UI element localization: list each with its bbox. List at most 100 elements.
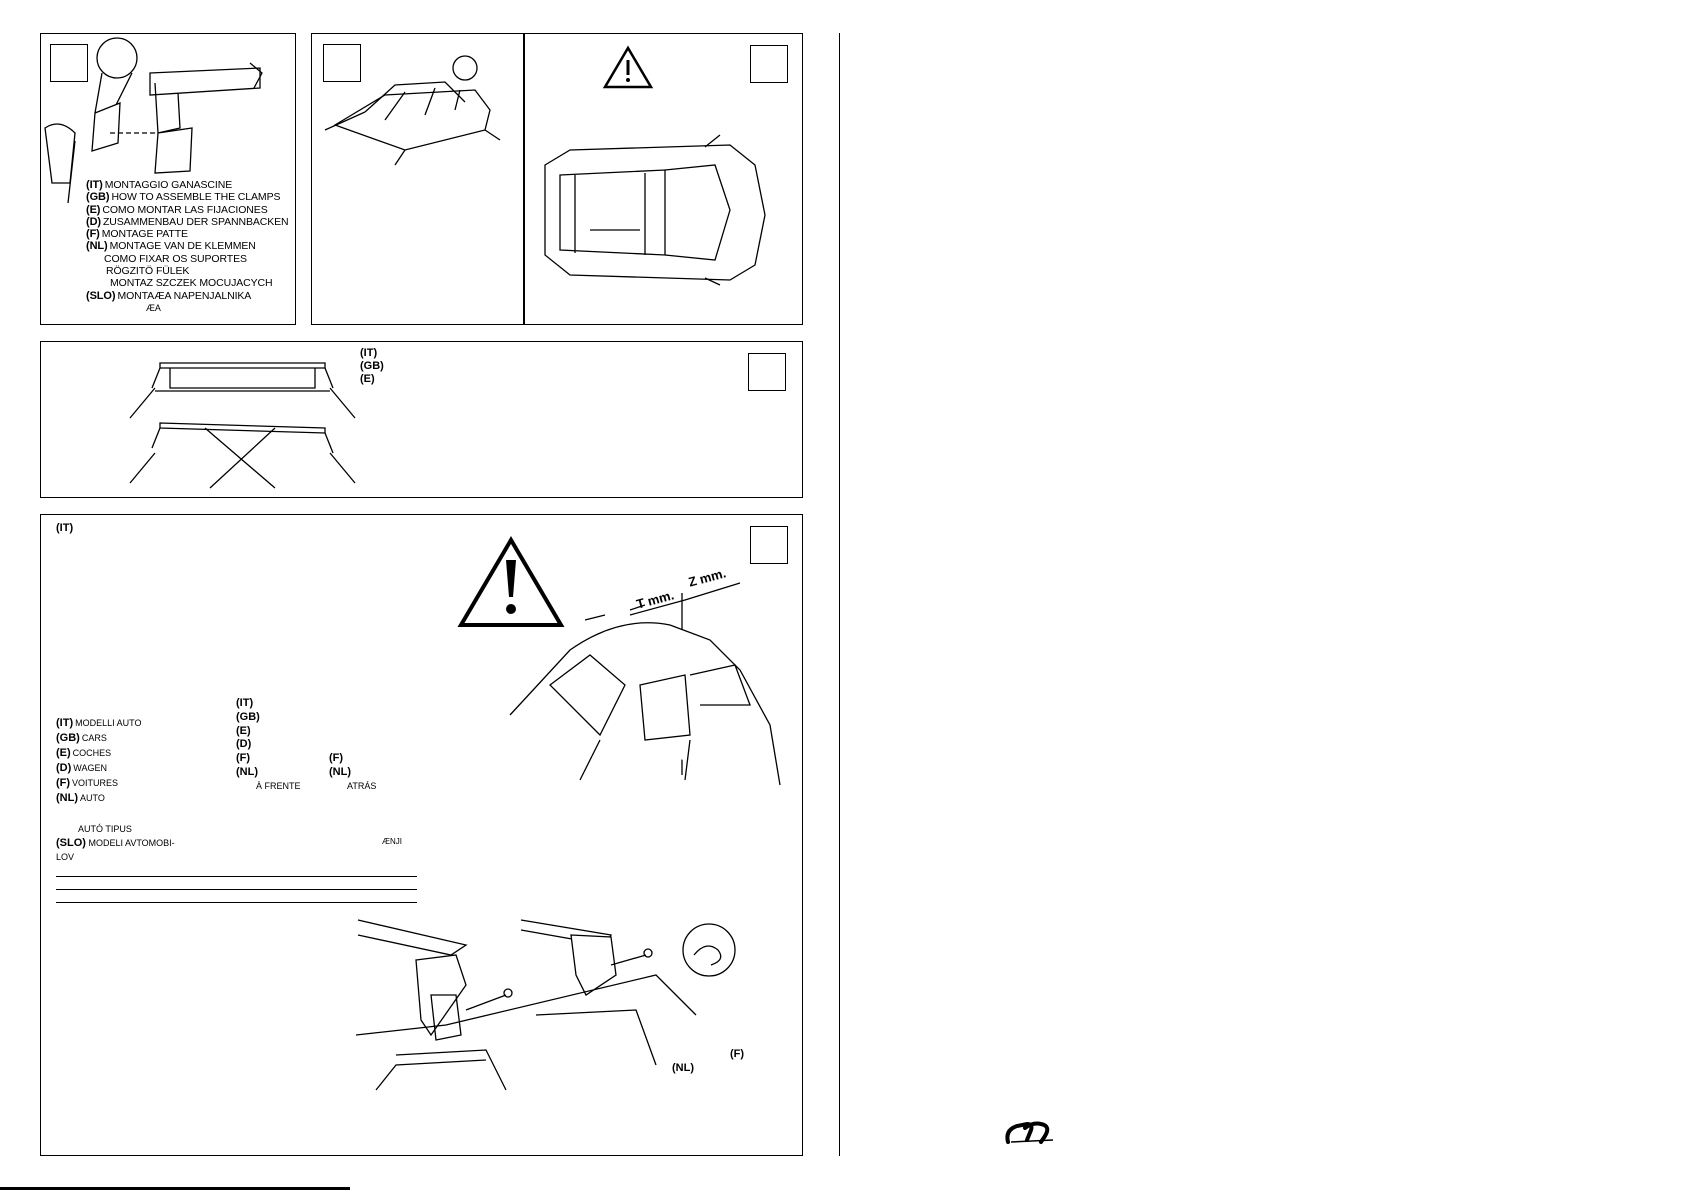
car-top-view-illustration	[544, 134, 766, 286]
lang-code-row: (F)	[236, 752, 260, 766]
step-number-box-1	[50, 44, 88, 82]
lang-code-row: (NL)	[236, 766, 260, 780]
clamp-text-line: (IT)MONTAGGIO GANASCINE	[86, 179, 289, 191]
atras-label: ATRÁS	[347, 781, 377, 791]
lang-code: (NL)	[236, 765, 258, 778]
clamp-assembly-illustration	[44, 37, 263, 204]
lang-code: (GB)	[56, 732, 80, 744]
lang-code: (D)	[236, 738, 252, 751]
cars-table-row: (GB)CARS	[56, 731, 141, 746]
lang-text: COCHES	[72, 748, 112, 758]
lang-code-row: (D)	[236, 738, 260, 752]
lang-code-row: (GB)	[236, 711, 260, 725]
lang-text: ZUSAMMENBAU DER SPANNBACKEN	[102, 215, 289, 228]
bottom-f-code: (F)	[730, 1048, 745, 1060]
lang-text: CARS	[81, 733, 107, 743]
correct-bar-alignment-illustration	[129, 362, 356, 419]
clamp-text-line: MONTAZ SZCZEK MOCUJACYCH	[86, 277, 289, 289]
lang-text: COMO FIXAR OS SUPORTES	[104, 252, 247, 265]
step-number-box-2	[323, 44, 361, 82]
lang-text: HOW TO ASSEMBLE THE CLAMPS	[111, 191, 281, 204]
lang-code: (GB)	[236, 710, 260, 723]
car-roof-top-illustration	[324, 55, 501, 166]
clamp-text-line: (GB)HOW TO ASSEMBLE THE CLAMPS	[86, 191, 289, 203]
cars-table-row: (NL)AUTO	[56, 791, 141, 806]
lang-text: ÆA	[146, 302, 161, 313]
panel4-header-code: (IT)	[56, 522, 74, 534]
table-rule-1	[56, 876, 417, 878]
lang-code: (IT)	[360, 347, 378, 359]
lang-code: (NL)	[86, 240, 108, 253]
step-number-box-3	[750, 45, 788, 83]
cars-table-row: (E)COCHES	[56, 746, 141, 761]
lang-code: (F)	[236, 752, 251, 765]
incorrect-bar-alignment-illustration	[129, 422, 356, 489]
table-rule-2	[56, 889, 417, 891]
clamp-assembly-text-block: (IT)MONTAGGIO GANASCINE(GB)HOW TO ASSEMB…	[86, 179, 289, 314]
clamp-text-line: (NL)MONTAGE VAN DE KLEMMEN	[86, 240, 289, 252]
lang-code: (NL)	[329, 765, 351, 778]
mid-lang-codes: (IT)(GB)(E)(D)(F)(NL)	[236, 697, 260, 780]
lang-text: MONTAGE VAN DE KLEMMEN	[109, 240, 256, 253]
clamp-text-line: (F)MONTAGE PATTE	[86, 228, 289, 240]
cars-table-codes: (IT)MODELLI AUTO(GB)CARS(E)COCHES(D)WAGE…	[56, 716, 141, 806]
lang-code: (SLO)	[86, 289, 116, 302]
lang-code: (F)	[86, 228, 100, 241]
lang-text: AUTO	[80, 793, 105, 803]
right-lang-codes: (F)(NL)	[329, 752, 351, 780]
lang-code: (E)	[86, 203, 101, 216]
clamp-text-line: RÖGZITÖ FÜLEK	[86, 265, 289, 277]
panel3-lang-codes: (IT) (GB) (E)	[360, 347, 384, 386]
lang-code: (NL)	[56, 792, 78, 804]
panel-measurements	[40, 514, 803, 1156]
cars-table-row: (D)WAGEN	[56, 761, 141, 776]
clamp-text-line: ÆA	[86, 302, 289, 314]
lang-code: (IT)	[86, 179, 103, 191]
a-frente-label: À FRENTE	[256, 781, 301, 791]
clamp-text-line: (E)COMO MONTAR LAS FIJACIONES	[86, 204, 289, 216]
lang-code: (F)	[329, 752, 344, 764]
large-warning-triangle-icon	[457, 536, 565, 627]
lang-text: WAGEN	[73, 763, 107, 773]
cars-table-row: (F)VOITURES	[56, 776, 141, 791]
lang-text: MONTAGGIO GANASCINE	[104, 179, 233, 191]
car-side-measurement-illustration	[509, 582, 781, 786]
clamp-text-line: (SLO)MONTAÆA NAPENJALNIKA	[86, 290, 289, 302]
bottom-nl-code: (NL)	[672, 1062, 694, 1074]
lang-text: COMO MONTAR LAS FIJACIONES	[102, 203, 268, 216]
lang-code: (IT)	[236, 697, 254, 709]
roof-bar-mounting-illustration	[355, 919, 736, 1091]
table-rule-3	[56, 902, 417, 904]
lang-code: (F)	[56, 777, 71, 789]
lang-code: (D)	[86, 215, 101, 228]
lang-code: (D)	[56, 762, 72, 774]
page-fold-line	[839, 33, 841, 1156]
lang-code: (E)	[360, 373, 375, 385]
lang-text: MONTAÆA NAPENJALNIKA	[117, 289, 252, 302]
lang-text: MONTAZ SZCZEK MOCUJACYCH	[110, 277, 273, 290]
lang-text: MONTAGE PATTE	[101, 228, 188, 241]
lang-text: RÖGZITÖ FÜLEK	[106, 265, 190, 278]
lang-code: (E)	[236, 724, 251, 737]
panel-clamp-assembly	[40, 33, 296, 325]
brand-logo-icon	[1005, 1121, 1054, 1144]
lang-text: MODELLI AUTO	[75, 718, 142, 728]
warning-triangle-icon	[602, 45, 654, 89]
auto-tipus-label: AUTÓ TIPUS	[78, 824, 132, 834]
panel-bar-alignment	[40, 341, 803, 498]
lang-code: (IT)	[56, 717, 74, 729]
panel-roof-warning	[311, 33, 803, 325]
lang-code-row: (NL)	[329, 766, 351, 780]
bottom-edge-rule	[0, 1187, 350, 1190]
lang-code-row: (IT)	[236, 697, 260, 711]
slo-cars-label: (SLO) MODELI AVTOMOBI-	[56, 837, 175, 849]
clamp-text-line: COMO FIXAR OS SUPORTES	[86, 253, 289, 265]
step-number-box-4	[748, 353, 786, 391]
lang-code: (GB)	[86, 191, 110, 204]
lang-code-row: (F)	[329, 752, 351, 766]
lang-code-row: (E)	[236, 725, 260, 739]
cars-table-row: (IT)MODELLI AUTO	[56, 716, 141, 731]
aenji-label: ÆNJI	[382, 837, 402, 846]
lang-text: VOITURES	[72, 778, 119, 788]
